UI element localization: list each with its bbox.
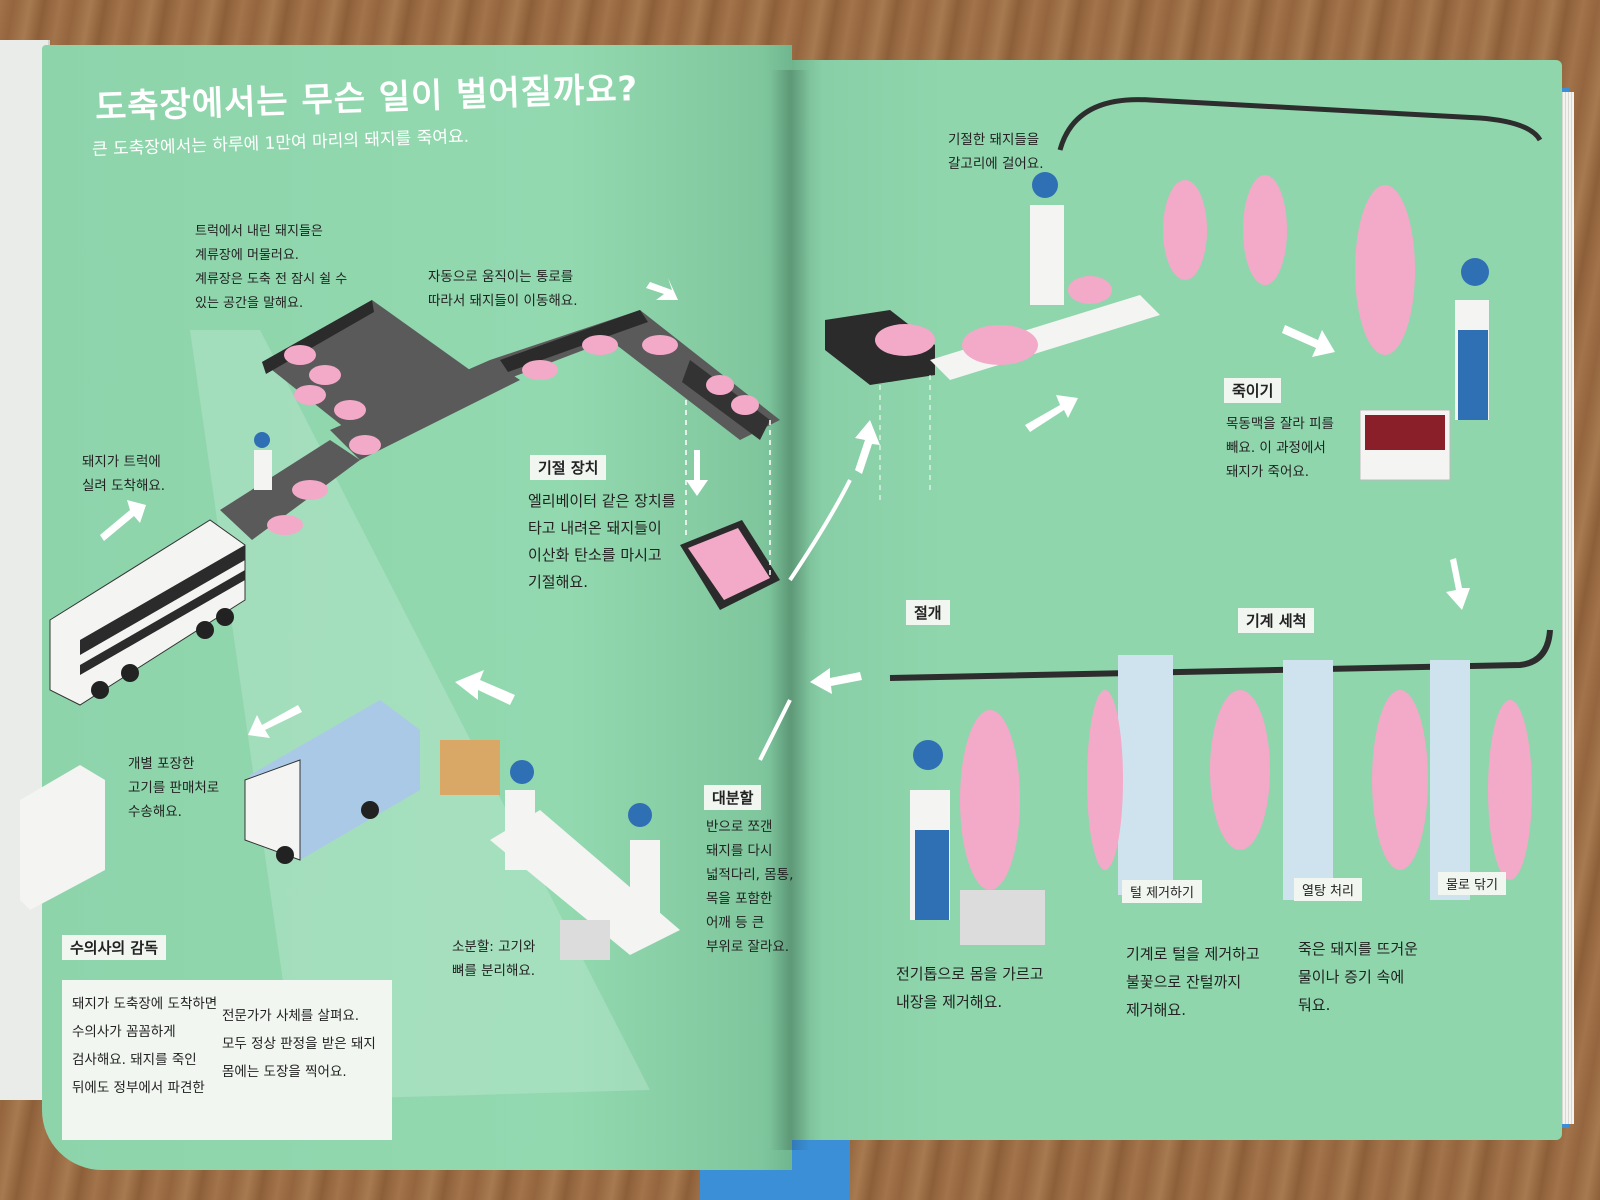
arrow-icon: [100, 278, 708, 738]
dehair-machine: [1118, 655, 1173, 895]
rinse-label: 물로 닦기: [1438, 872, 1506, 895]
conveyor-note: 자동으로 움직이는 통로를 따라서 돼지들이 이동해요.: [428, 269, 578, 309]
stunning-note: 엘리베이터 같은 장치를 타고 내려온 돼지들이 이산화 탄소를 마시고 기절해…: [528, 492, 676, 591]
primal-cut-label: 대분할: [704, 785, 762, 810]
sub-cut-note: 소분할: 고기와 뼈를 분리해요.: [452, 939, 536, 979]
evisceration-note: 전기톱으로 몸을 가르고 내장을 제거해요.: [896, 965, 1044, 1011]
vet-note-left: 돼지가 도축장에 도착하면 수의사가 꼼꼼하게 검사해요. 돼지를 죽인 뒤에도…: [72, 996, 218, 1096]
organ-bin: [960, 890, 1045, 945]
overhead-rail-top: [1057, 97, 1543, 151]
rinse-machine: [1430, 660, 1470, 900]
meat-bin: [560, 920, 610, 960]
vet-note-right: 전문가가 사체를 살펴요. 모두 정상 판정을 받은 돼지 몸에는 도장을 찍어…: [222, 1008, 376, 1080]
hook-note: 기절한 돼지들을 갈고리에 걸어요.: [948, 132, 1044, 172]
worker-figure: [910, 172, 1489, 920]
scald-machine: [1283, 660, 1333, 900]
scald-label: 열탕 처리: [1294, 878, 1362, 901]
dehair-label: 털 제거하기: [1122, 880, 1202, 903]
delivery-truck: [244, 700, 420, 864]
kill-label: 죽이기: [1224, 378, 1282, 403]
vet-label: 수의사의 감독: [62, 935, 167, 960]
book-gutter-shadow: [770, 70, 810, 1150]
vet-note-box: [62, 980, 392, 1140]
meat-boxes: [440, 740, 500, 795]
truck-arrival-note: 돼지가 트럭에 실려 도착해요.: [82, 454, 166, 494]
scald-note: 죽은 돼지를 뜨거운 물이나 증기 속에 둬요.: [1298, 940, 1418, 1014]
stunning-label: 기절 장치: [530, 455, 607, 480]
hanging-table: [930, 295, 1160, 380]
supervision-light-beam: [190, 330, 650, 1100]
hanging-pigs: [1163, 175, 1415, 355]
conveyor-path: [220, 440, 360, 540]
kill-note: 목동맥을 잘라 피를 빼요. 이 과정에서 돼지가 죽어요.: [1226, 416, 1334, 480]
dehair-note: 기계로 털을 제거하고 불꽃으로 잔털까지 제거해요.: [1126, 945, 1260, 1019]
arrow-icon: [810, 325, 1470, 694]
worker-figure: [254, 432, 660, 920]
pig-group: [267, 335, 759, 535]
livestock-truck: [49, 519, 246, 706]
evisceration-label: 절개: [906, 600, 950, 625]
lairage-note: 트럭에서 내린 돼지들은 계류장에 머물러요. 계류장은 도축 전 잠시 쉴 수…: [195, 224, 348, 311]
walkway: [330, 360, 520, 460]
washing-label: 기계 세척: [1238, 608, 1315, 633]
small-truck: [20, 765, 105, 910]
overhead-rail-bottom: [889, 629, 1553, 681]
shipping-note: 개별 포장한 고기를 판매처로 수송해요.: [128, 756, 220, 820]
primal-cut-note: 반으로 쪼갠 돼지를 다시 넓적다리, 몸통, 목을 포함한 어깨 등 큰 부위…: [706, 819, 794, 955]
page-stack-right: [1560, 92, 1574, 1124]
